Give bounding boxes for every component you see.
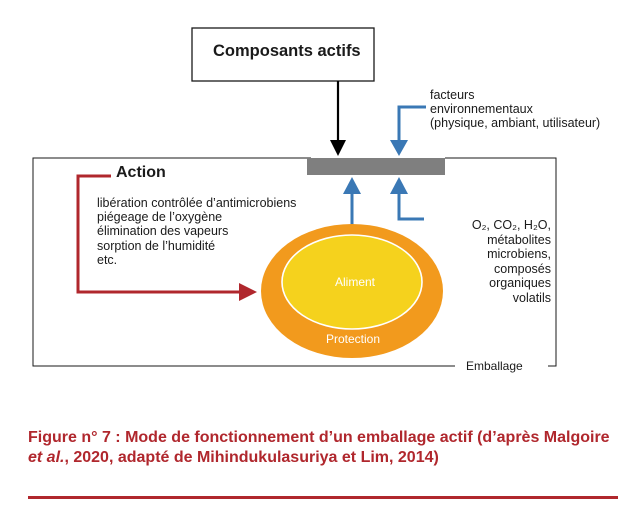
emission-line: métabolites — [487, 232, 551, 247]
food-emission-arrow — [343, 177, 361, 226]
emission-line: O₂, CO₂, H₂O, — [471, 218, 551, 232]
packaging-outline — [32, 157, 557, 367]
caption-rule — [28, 496, 618, 499]
food-label: Aliment — [335, 275, 376, 289]
action-item: sorption de l’humidité — [97, 238, 216, 253]
action-item: etc. — [97, 252, 118, 267]
protection-label: Protection — [326, 332, 381, 346]
env-line: (physique, ambiant, utilisateur) — [430, 116, 601, 130]
env-line: facteurs — [430, 88, 475, 102]
figure-caption: Figure n° 7 : Mode de fonctionnement d’u… — [28, 428, 618, 467]
packaging-label: Emballage — [462, 359, 527, 373]
emissions-arrow — [390, 177, 424, 221]
action-list: libération contrôlée d’antimicrobiens pi… — [97, 196, 296, 267]
emission-line: volatils — [512, 290, 551, 305]
emission-line: microbiens, — [487, 247, 551, 262]
action-label: Action — [116, 164, 166, 181]
caption-emphasis: et al. — [28, 448, 65, 466]
env-line: environnementaux — [430, 102, 533, 116]
components-arrow — [330, 81, 346, 156]
active-components-box — [191, 27, 375, 82]
action-arrow — [76, 174, 257, 301]
emissions-label: O₂, CO₂, H₂O, métabolites microbiens, co… — [429, 218, 551, 306]
action-item: élimination des vapeurs — [97, 224, 229, 239]
caption-text-end: , 2020, adapté de Mihindukulasuriya et L… — [64, 448, 439, 466]
caption-text: Figure n° 7 : Mode de fonctionnement d’u… — [28, 429, 610, 446]
action-item: piégeage de l’oxygène — [97, 210, 223, 225]
active-layer-bar — [307, 158, 445, 175]
food-ellipse — [281, 234, 423, 330]
action-item: libération contrôlée d’antimicrobiens — [97, 196, 297, 210]
diagram-canvas — [32, 27, 557, 367]
environment-arrow — [390, 105, 426, 156]
environmental-factors-label: facteurs environnementaux (physique, amb… — [430, 88, 600, 130]
emission-line: composés — [494, 261, 551, 276]
active-components-label: Composants actifs — [213, 42, 361, 60]
emission-line: organiques — [489, 276, 551, 291]
